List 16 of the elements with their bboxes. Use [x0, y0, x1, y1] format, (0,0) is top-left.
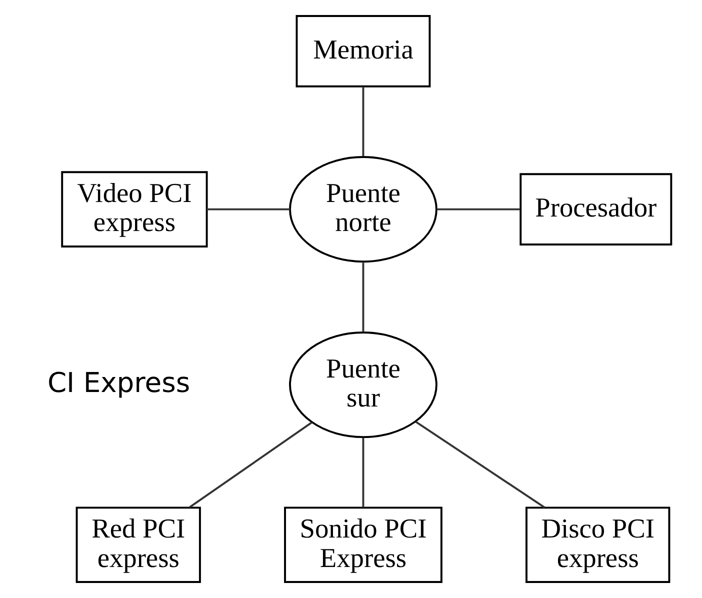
connector [206, 208, 290, 210]
connector [362, 262, 364, 332]
node-box: Red PCI express [76, 506, 201, 583]
connector [362, 86, 364, 156]
node-box: Video PCI express [61, 171, 208, 248]
node-box: Sonido PCI Express [284, 506, 442, 583]
connector [362, 438, 364, 508]
node-ellipse: Puente sur [289, 332, 438, 438]
node-box: Procesador [520, 173, 672, 246]
node-box: Disco PCI express [526, 506, 670, 583]
connector [189, 422, 312, 508]
node-ellipse: Puente norte [289, 156, 438, 263]
connector [415, 420, 546, 508]
label: CI Express [47, 368, 190, 400]
node-box: Memoria [296, 15, 431, 88]
connector [436, 208, 520, 210]
